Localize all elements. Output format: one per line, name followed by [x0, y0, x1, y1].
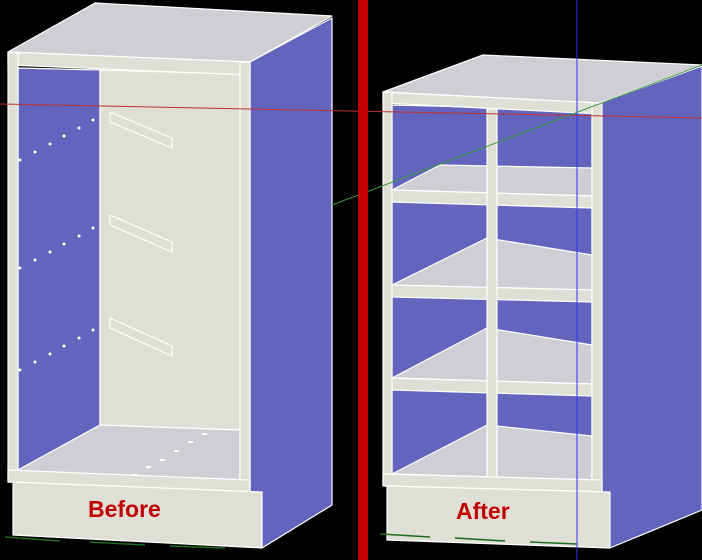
- kick-plate: [386, 485, 611, 549]
- shelf-cleat: [109, 111, 173, 149]
- center-divider: [486, 104, 498, 481]
- right-side-panel: [249, 17, 333, 549]
- shelf-cleat: [109, 214, 173, 253]
- ground-guides: [4, 533, 578, 549]
- before-cabinet: [7, 2, 333, 549]
- kick-plate: [12, 481, 263, 549]
- right-stile: [239, 61, 251, 493]
- shelf-pin-holes: [18, 118, 207, 476]
- right-side-panel: [599, 65, 702, 549]
- after-cabinet: [382, 54, 702, 549]
- inner-left-wall: [17, 67, 101, 471]
- x-axis-guide: [0, 103, 702, 119]
- z-axis-guide: [331, 64, 702, 206]
- left-stile: [382, 91, 393, 486]
- shelf-cleat: [109, 317, 173, 357]
- left-stile: [7, 51, 19, 483]
- before-label: Before: [88, 496, 161, 522]
- right-stile: [591, 102, 603, 493]
- after-label: After: [456, 498, 510, 524]
- split-divider: [358, 0, 368, 560]
